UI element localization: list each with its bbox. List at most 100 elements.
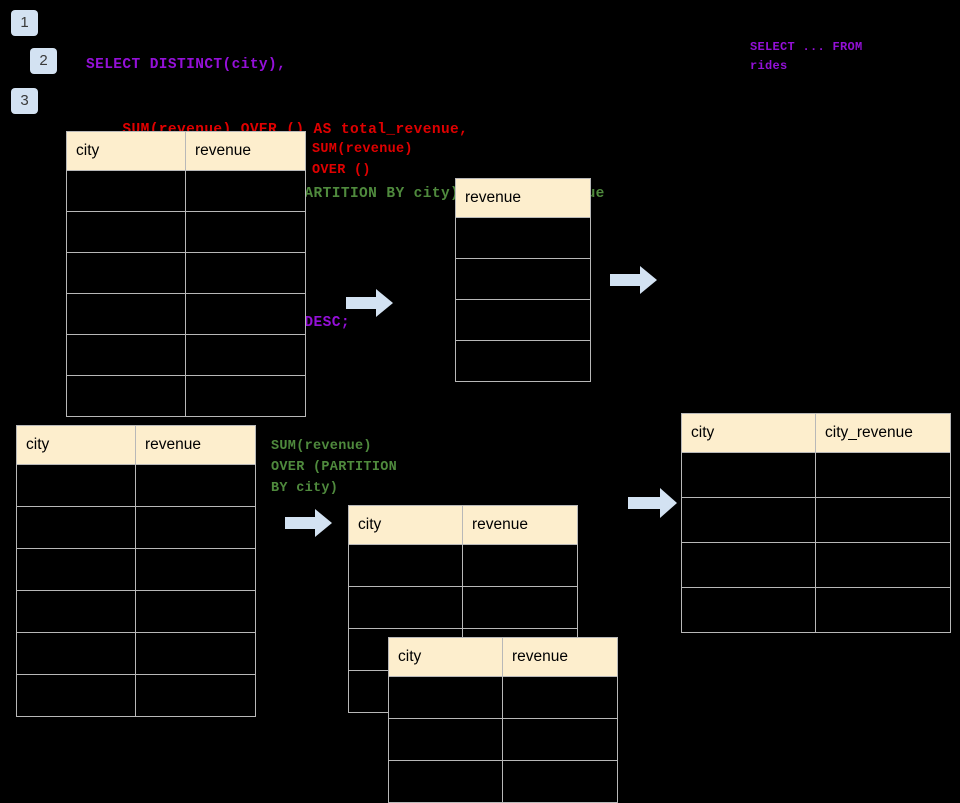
column-header-revenue: revenue <box>502 637 618 677</box>
cell-city <box>16 632 136 675</box>
column-header-city: city <box>388 637 503 677</box>
step-badge-3: 3 <box>11 88 38 114</box>
table-header-row: city revenue <box>388 637 618 677</box>
table-row <box>16 506 256 549</box>
table-header-row: city revenue <box>16 425 256 465</box>
cell-revenue <box>185 375 306 417</box>
table-row <box>681 497 951 543</box>
column-header-revenue: revenue <box>455 178 591 218</box>
cell-revenue <box>185 211 306 253</box>
cell-city <box>16 464 136 507</box>
cell-revenue <box>502 718 618 761</box>
table-row <box>66 375 306 417</box>
column-header-city: city <box>66 131 186 171</box>
cell-city-revenue <box>815 587 951 633</box>
cell-revenue <box>455 217 591 259</box>
cell-revenue <box>185 170 306 212</box>
table-row <box>681 452 951 498</box>
step-badge-1: 1 <box>11 10 38 36</box>
cell-revenue <box>455 340 591 382</box>
column-header-city-revenue: city_revenue <box>815 413 951 453</box>
table-row <box>66 293 306 335</box>
cell-revenue <box>502 760 618 803</box>
table-header-row: city revenue <box>66 131 306 171</box>
arrow-top-2 <box>610 265 658 295</box>
table-row <box>455 217 591 259</box>
table-row <box>388 718 618 761</box>
column-header-revenue: revenue <box>185 131 306 171</box>
arrow-bottom-1 <box>285 508 333 538</box>
cell-revenue <box>185 252 306 294</box>
table-header-row: city city_revenue <box>681 413 951 453</box>
table-row <box>348 586 578 629</box>
cell-city <box>681 452 816 498</box>
cell-city <box>388 676 503 719</box>
cell-city <box>66 211 186 253</box>
cell-revenue <box>135 674 256 717</box>
cell-revenue <box>455 299 591 341</box>
table-row <box>66 211 306 253</box>
table-row <box>681 542 951 588</box>
table-rides-source-top: city revenue <box>66 131 306 417</box>
table-row <box>16 464 256 507</box>
annotation-sum-over-empty: SUM(revenue) OVER () <box>312 142 413 178</box>
cell-city <box>16 506 136 549</box>
cell-city <box>348 586 463 629</box>
cell-revenue <box>135 548 256 591</box>
cell-city-revenue <box>815 497 951 543</box>
table-rides-source-bottom: city revenue <box>16 425 256 717</box>
table-header-row: city revenue <box>348 505 578 545</box>
cell-revenue <box>135 506 256 549</box>
cell-city <box>348 544 463 587</box>
table-row <box>388 760 618 803</box>
table-row <box>681 587 951 633</box>
cell-revenue <box>185 293 306 335</box>
cell-city <box>16 548 136 591</box>
cell-city <box>66 293 186 335</box>
table-header-row: revenue <box>455 178 591 218</box>
column-header-city: city <box>348 505 463 545</box>
cell-city <box>66 375 186 417</box>
column-header-city: city <box>16 425 136 465</box>
table-row <box>66 170 306 212</box>
table-row <box>16 674 256 717</box>
cell-city <box>681 587 816 633</box>
cell-revenue <box>455 258 591 300</box>
table-row <box>455 340 591 382</box>
table-partition-front: city revenue <box>388 637 618 803</box>
column-header-revenue: revenue <box>462 505 578 545</box>
cell-revenue <box>462 544 578 587</box>
cell-revenue <box>185 334 306 376</box>
column-header-city: city <box>681 413 816 453</box>
cell-city-revenue <box>815 542 951 588</box>
column-header-revenue: revenue <box>135 425 256 465</box>
cell-city <box>681 542 816 588</box>
table-row <box>16 548 256 591</box>
table-row <box>66 252 306 294</box>
cell-city <box>388 718 503 761</box>
arrow-bottom-2 <box>628 487 678 519</box>
cell-city <box>66 170 186 212</box>
cell-city <box>16 674 136 717</box>
cell-revenue <box>135 464 256 507</box>
table-row <box>455 258 591 300</box>
cell-city <box>681 497 816 543</box>
table-partition-back: city revenue <box>348 505 578 713</box>
annotation-sum-over-partition: SUM(revenue) OVER (PARTITION BY city) <box>271 439 398 496</box>
table-row <box>16 632 256 675</box>
step-badge-2: 2 <box>30 48 57 74</box>
table-row <box>348 544 578 587</box>
table-total-revenue: revenue <box>455 178 591 382</box>
cell-city <box>388 760 503 803</box>
sql-line-1: SELECT DISTINCT(city), <box>86 57 287 73</box>
cell-revenue <box>135 590 256 633</box>
table-row <box>388 676 618 719</box>
table-city-revenue-result: city city_revenue <box>681 413 951 633</box>
cell-revenue <box>462 586 578 629</box>
cell-city <box>16 590 136 633</box>
arrow-top-1 <box>346 288 394 318</box>
table-row <box>455 299 591 341</box>
cell-city <box>66 252 186 294</box>
table-row <box>16 590 256 633</box>
cell-revenue <box>135 632 256 675</box>
